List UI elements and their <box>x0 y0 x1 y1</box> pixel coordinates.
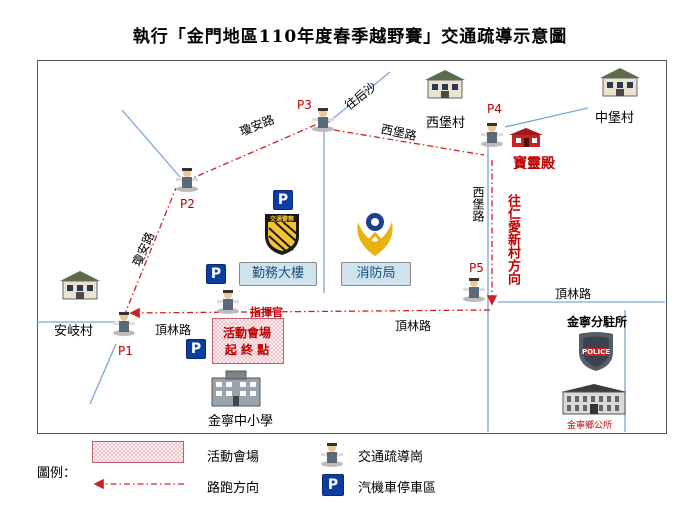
road-label-xibao-side: 西堡路 <box>471 186 485 222</box>
traffic-officer-icon <box>312 108 334 132</box>
police-station-label: 金寧分駐所 <box>567 315 628 329</box>
post-label-p4: P4 <box>487 102 502 116</box>
direction-label-renai: 往仁愛新村方向 <box>505 194 520 285</box>
running-route <box>123 121 498 319</box>
traffic-officer-icon <box>113 312 135 336</box>
traffic-police-badge-icon <box>265 214 299 255</box>
legend-venue-label: 活動會場 <box>207 450 260 465</box>
police-badge-icon <box>579 332 613 371</box>
service-building-box: 勤務大樓 <box>239 262 317 286</box>
traffic-officer-icon <box>481 123 503 147</box>
legend-officer-icon <box>321 443 343 467</box>
venue-area <box>212 318 284 364</box>
legend-title: 圖例： <box>37 466 77 481</box>
school-building-icon <box>211 370 261 407</box>
road-label-dinglin-right: 頂林路 <box>555 287 592 301</box>
house-icon <box>600 68 640 97</box>
road-network <box>37 71 665 432</box>
house-icon <box>425 70 465 99</box>
fire-emblem-icon <box>357 213 393 256</box>
place-label-school: 金寧中小學 <box>208 414 274 429</box>
road-label-dinglin-left: 頂林路 <box>155 323 192 337</box>
page-title: 執行「金門地區110年度春季越野賽」交通疏導示意圖 <box>132 27 568 47</box>
parking-icon: P <box>206 264 226 284</box>
traffic-officer-icon <box>176 168 198 192</box>
post-label-p1: P1 <box>118 344 133 358</box>
temple-icon <box>509 128 543 147</box>
fire-bureau-box: 消防局 <box>341 262 411 286</box>
legend-route-label: 路跑方向 <box>207 481 260 496</box>
legend-parking-icon: P <box>322 474 344 496</box>
house-icon <box>60 271 100 300</box>
post-label-p3: P3 <box>297 98 312 112</box>
legend-venue-swatch <box>92 441 184 463</box>
place-label-xibao: 西堡村 <box>426 116 466 131</box>
legend-officer-label: 交通疏導崗 <box>358 450 424 465</box>
map-frame <box>37 60 667 434</box>
legend-route-swatch <box>93 478 184 490</box>
traffic-officer-icon <box>463 278 485 302</box>
legend-parking-label: 汽機車停車區 <box>358 481 437 496</box>
police-badge-text: POLICE <box>581 348 611 356</box>
place-label-baoling: 寶靈殿 <box>513 156 555 172</box>
post-label-p2: P2 <box>180 197 195 211</box>
venue-label-line1: 活動會場 <box>222 326 271 340</box>
traffic-officer-icon <box>217 290 239 314</box>
venue-label-line2: 起 終 點 <box>224 343 270 357</box>
place-label-zhongbao: 中堡村 <box>595 111 635 126</box>
township-office-icon <box>561 384 627 415</box>
road-label-dinglin-mid: 頂林路 <box>395 319 432 333</box>
parking-icon: P <box>186 339 206 359</box>
parking-icon: P <box>273 190 293 210</box>
traffic-badge-text: 交通警察 <box>269 216 294 223</box>
commander-label: 指揮官 <box>250 306 283 319</box>
place-label-anqi: 安岐村 <box>54 324 94 339</box>
post-label-p5: P5 <box>469 261 484 275</box>
township-office-label: 金寧鄉公所 <box>567 421 613 431</box>
